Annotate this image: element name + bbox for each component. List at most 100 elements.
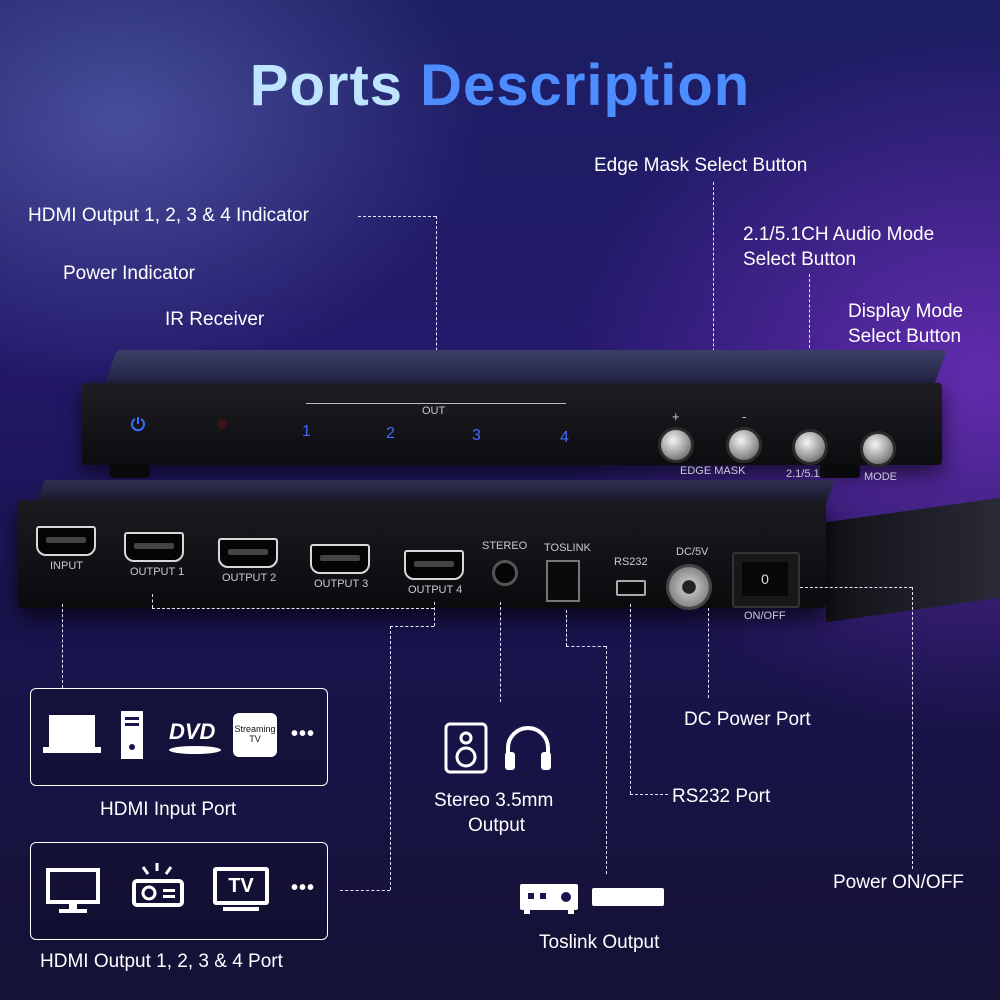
input-leader <box>62 604 63 688</box>
edge-mask-leader <box>713 182 714 422</box>
stereo-callout-line2: Output <box>468 815 526 836</box>
rs232-port[interactable] <box>616 580 646 596</box>
output1-tick <box>152 594 153 608</box>
display-mode-callout-line1: Display Mode <box>848 301 964 322</box>
stereo-jack[interactable] <box>492 560 518 586</box>
display-mode-button[interactable] <box>860 431 896 467</box>
output3-port-label: OUTPUT 3 <box>314 578 369 590</box>
streaming-label-line1: Streaming <box>234 724 276 734</box>
audio-mode-leader <box>809 274 810 424</box>
out-indicator-2: 2 <box>386 425 395 442</box>
hdmi-output-3-port[interactable] <box>310 544 370 574</box>
hdmi-input-callout: HDMI Input Port <box>100 799 237 820</box>
out-indicator-3: 3 <box>472 427 481 444</box>
power-leader-v <box>912 587 913 869</box>
edge-mask-plus-button[interactable] <box>658 427 694 463</box>
output1-port-label: OUTPUT 1 <box>130 566 185 578</box>
switch-label: ON/OFF <box>744 610 786 622</box>
output-bracket-leader <box>152 608 434 609</box>
rs232-leader <box>630 604 631 794</box>
display-mode-callout-line2: Select Button <box>848 326 962 347</box>
out-indicator-4: 4 <box>560 429 569 446</box>
monitor-icon <box>46 868 100 913</box>
output-leader-arrow <box>340 890 390 891</box>
power-switch-rocker: 0 <box>742 562 788 596</box>
audio-mode-button[interactable] <box>792 429 828 465</box>
dc-power-port[interactable] <box>666 564 712 610</box>
soundbar-icon <box>592 888 664 906</box>
headphones-icon <box>505 726 551 770</box>
output-leader <box>390 626 391 890</box>
hdmi-indicator-callout: HDMI Output 1, 2, 3 & 4 Indicator <box>28 205 309 226</box>
hdmi-output-4-port[interactable] <box>404 550 464 580</box>
rs232-callout: RS232 Port <box>672 786 771 807</box>
toslink-port-label: TOSLINK <box>544 542 591 554</box>
hdmi-output-1-port[interactable] <box>124 532 184 562</box>
title-word-description: Description <box>420 53 751 118</box>
toslink-join <box>566 646 606 647</box>
tv-stand <box>223 907 259 911</box>
output-join <box>390 626 434 627</box>
ir-receiver-window <box>217 419 227 429</box>
power-switch[interactable]: 0 <box>732 552 800 608</box>
rs232-port-label: RS232 <box>614 556 648 568</box>
projector-icon <box>132 863 184 907</box>
rs232-leader-h <box>630 794 668 795</box>
title-word-ports: Ports <box>249 53 404 118</box>
power-indicator-icon <box>131 417 145 432</box>
stereo-port-label: STEREO <box>482 540 528 552</box>
pc-tower-icon <box>121 711 143 759</box>
back-unit-side <box>826 497 1000 623</box>
laptop-icon <box>43 715 101 753</box>
display-mode-label: MODE <box>864 471 897 483</box>
front-panel: OUT 1 2 3 4 + - EDGE MASK 2.1/5.1CH MODE <box>82 383 942 483</box>
input-more-icon: ••• <box>291 723 316 745</box>
input-devices-box: DVD Streaming TV ••• <box>30 688 328 786</box>
hdmi-input-port[interactable] <box>36 526 96 556</box>
power-indicator-callout: Power Indicator <box>63 263 196 284</box>
output4-port-label: OUTPUT 4 <box>408 584 463 596</box>
streaming-tv-icon: Streaming TV <box>233 713 277 757</box>
power-leader-h <box>800 587 912 588</box>
hdmi-indicator-leader-h <box>358 216 436 217</box>
out-indicator-1: 1 <box>302 423 311 440</box>
tv-icon: TV <box>213 867 269 905</box>
dc-power-callout: DC Power Port <box>684 709 811 730</box>
toslink-port[interactable] <box>546 560 580 602</box>
speaker-icon <box>444 722 488 774</box>
stereo-leader <box>500 602 501 702</box>
audio-mode-callout-line1: 2.1/5.1CH Audio Mode <box>743 224 935 245</box>
page-title: Ports Description <box>0 52 1000 119</box>
toslink-tick <box>566 610 567 646</box>
ir-receiver-callout: IR Receiver <box>165 309 265 330</box>
hdmi-output-2-port[interactable] <box>218 538 278 568</box>
audio-mode-callout-line2: Select Button <box>743 249 857 270</box>
toslink-leader <box>606 646 607 874</box>
dvd-disc-icon <box>169 746 221 754</box>
toslink-callout: Toslink Output <box>539 932 660 953</box>
dc-port-label: DC/5V <box>676 546 709 558</box>
hdmi-indicator-leader-v <box>436 216 437 386</box>
out-label: OUT <box>422 405 446 417</box>
power-onoff-callout: Power ON/OFF <box>833 872 964 893</box>
input-port-label: INPUT <box>50 560 83 572</box>
tv-icon-label: TV <box>228 875 254 897</box>
output2-port-label: OUTPUT 2 <box>222 572 277 584</box>
out-bracket <box>306 403 566 404</box>
front-foot-left <box>110 464 150 478</box>
edge-plus-label: + <box>672 409 680 424</box>
streaming-label-line2: TV <box>249 734 261 744</box>
dc-leader <box>708 608 709 698</box>
edge-mask-minus-button[interactable] <box>726 427 762 463</box>
output-devices-box: TV ••• <box>30 842 328 940</box>
stereo-callout-line1: Stereo 3.5mm <box>434 790 554 811</box>
edge-minus-label: - <box>742 409 747 424</box>
edge-mask-callout: Edge Mask Select Button <box>594 155 808 176</box>
dvd-logo: DVD <box>169 719 216 744</box>
av-receiver-icon <box>520 884 578 914</box>
output4-tick <box>434 602 435 626</box>
edge-mask-label: EDGE MASK <box>680 465 746 477</box>
back-panel: INPUT OUTPUT 1 OUTPUT 2 OUTPUT 3 OUTPUT … <box>18 500 826 622</box>
output-more-icon: ••• <box>291 877 316 899</box>
front-foot-right <box>820 464 860 478</box>
